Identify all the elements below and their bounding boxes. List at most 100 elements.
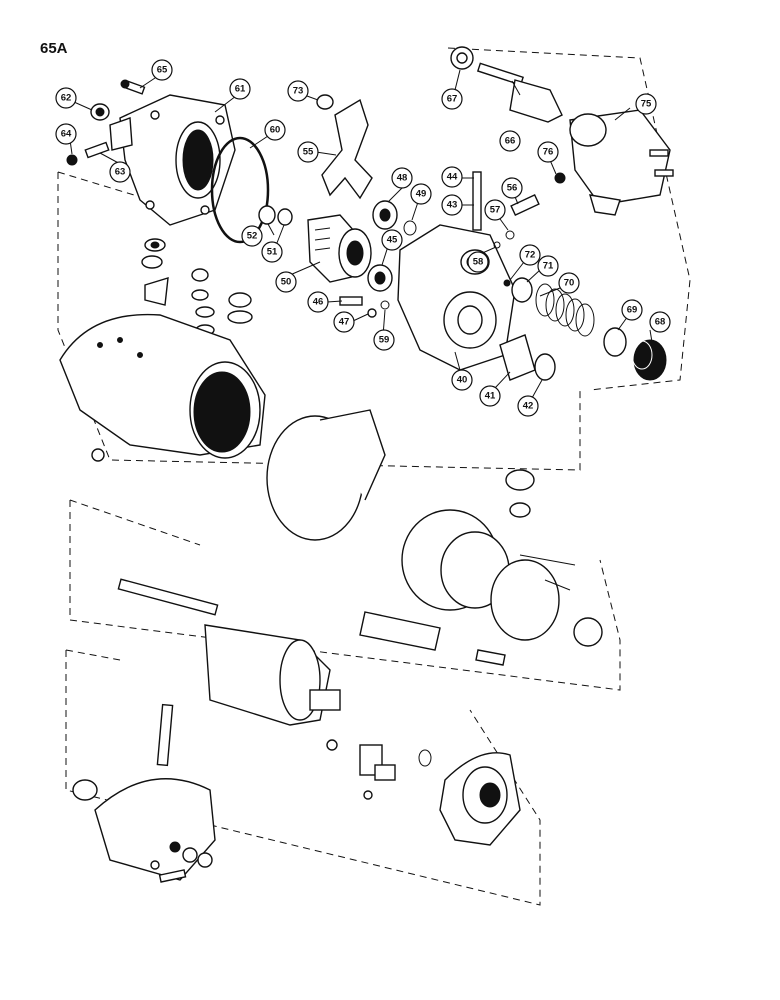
- o-ring-49: [403, 220, 417, 236]
- callout-label: 55: [303, 147, 314, 158]
- o-ring: [210, 136, 270, 244]
- callout-60: 60: [264, 119, 286, 141]
- callout-63: 63: [109, 161, 131, 183]
- commutator-end-frame: [439, 752, 521, 846]
- shift-lever: [321, 98, 373, 200]
- pole-shoe: [359, 611, 441, 651]
- insulator-band: [266, 409, 386, 541]
- nut: [66, 154, 78, 166]
- callout-label: 64: [61, 129, 72, 140]
- screw-frame: [91, 448, 105, 462]
- bushing-42: [534, 353, 556, 381]
- callout-label: 44: [447, 172, 458, 183]
- screw-46: [339, 296, 363, 306]
- callout-label: 67: [447, 94, 458, 105]
- callout-label: 43: [447, 200, 458, 211]
- callout-59: 59: [373, 329, 395, 351]
- callout-label: 46: [313, 297, 324, 308]
- insulator-pad: [475, 649, 506, 666]
- callout-71: 71: [537, 255, 559, 277]
- callout-65: 65: [151, 59, 173, 81]
- callout-label: 73: [293, 86, 304, 97]
- callout-73: 73: [287, 80, 309, 102]
- callout-46: 46: [307, 291, 329, 313]
- callout-label: 59: [379, 335, 390, 346]
- group-outline-end-plate: [65, 649, 541, 906]
- callout-label: 75: [641, 99, 652, 110]
- callout-75: 75: [635, 93, 657, 115]
- washer-end: [418, 749, 432, 767]
- callout-51: 51: [261, 241, 283, 263]
- callout-49: 49: [410, 183, 432, 205]
- field-frame: [59, 313, 266, 459]
- callout-64: 64: [55, 123, 77, 145]
- callout-label: 50: [281, 277, 292, 288]
- armature: [117, 578, 341, 726]
- callout-42: 42: [517, 395, 539, 417]
- terminal-washer: [509, 502, 531, 518]
- callout-70: 70: [558, 272, 580, 294]
- washer-72: [503, 279, 511, 287]
- callout-label: 76: [543, 147, 554, 158]
- callout-label: 68: [655, 317, 666, 328]
- callout-67: 67: [441, 88, 463, 110]
- callout-label: 41: [485, 391, 496, 402]
- callout-label: 42: [523, 401, 534, 412]
- field-coils: [401, 509, 576, 641]
- washer-69: [603, 327, 627, 357]
- callout-label: 58: [473, 257, 484, 268]
- callout-61: 61: [229, 78, 251, 100]
- page-label: 65A: [40, 40, 68, 57]
- stud: [84, 141, 110, 159]
- drive-end-housing: [109, 94, 236, 226]
- end-hardware: [150, 841, 213, 883]
- solenoid: [569, 109, 674, 216]
- callout-label: 51: [267, 247, 278, 258]
- callout-label: 40: [457, 375, 468, 386]
- intermediate-housing: [397, 224, 516, 371]
- callout-label: 66: [505, 136, 516, 147]
- callout-72: 72: [519, 244, 541, 266]
- terminal-nut: [505, 469, 535, 491]
- callout-48: 48: [391, 167, 413, 189]
- callout-label: 49: [416, 189, 427, 200]
- callout-label: 45: [387, 235, 398, 246]
- boot: [631, 339, 667, 381]
- callout-label: 63: [115, 167, 126, 178]
- pivot-nut: [316, 94, 334, 110]
- callout-76: 76: [537, 141, 559, 163]
- washer: [258, 205, 276, 225]
- washer-71: [511, 277, 533, 303]
- plunger-pin: [510, 194, 540, 216]
- plunger: [476, 62, 563, 123]
- callout-56: 56: [501, 177, 523, 199]
- callout-label: 48: [397, 173, 408, 184]
- callout-47: 47: [333, 311, 355, 333]
- callout-55: 55: [297, 141, 319, 163]
- brush-holder: [359, 744, 396, 800]
- callout-label: 71: [543, 261, 554, 272]
- nut-76: [554, 172, 566, 184]
- callout-68: 68: [649, 311, 671, 333]
- callout-label: 65: [157, 65, 168, 76]
- brush-screw: [326, 739, 338, 751]
- callout-41: 41: [479, 385, 501, 407]
- callout-44: 44: [441, 166, 463, 188]
- callout-label: 47: [339, 317, 350, 328]
- spring: [535, 283, 595, 337]
- callout-label: 56: [507, 183, 518, 194]
- callout-label: 52: [247, 231, 258, 242]
- callout-57: 57: [484, 199, 506, 221]
- callout-50: 50: [275, 271, 297, 293]
- callout-label: 72: [525, 250, 536, 261]
- shaft: [472, 171, 482, 231]
- callout-66: 66: [499, 130, 521, 152]
- callout-label: 61: [235, 84, 246, 95]
- callout-label: 69: [627, 305, 638, 316]
- callout-label: 70: [564, 278, 575, 289]
- callout-45: 45: [381, 229, 403, 251]
- screw: [120, 79, 146, 95]
- bearing: [573, 617, 603, 647]
- callout-label: 60: [270, 125, 281, 136]
